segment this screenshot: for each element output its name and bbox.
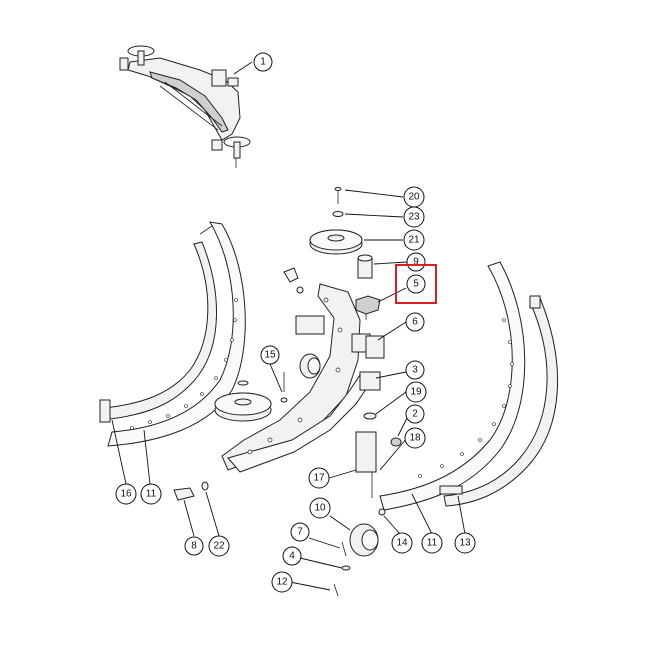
callout-20: 20 — [408, 192, 420, 203]
callout-1: 1 — [260, 57, 266, 68]
callout-22: 22 — [213, 541, 225, 552]
callout-8: 8 — [191, 541, 197, 552]
right-blade-drawing — [379, 261, 559, 511]
callout-14: 14 — [396, 538, 408, 549]
small-parts-drawing — [173, 187, 402, 597]
callout-11-left: 11 — [146, 489, 157, 500]
squeegee-assembly-drawing — [119, 45, 251, 168]
left-blade-drawing — [99, 221, 246, 447]
callout-23: 23 — [408, 212, 420, 223]
callout-16: 16 — [120, 489, 132, 500]
callout-4: 4 — [289, 551, 295, 562]
highlight-box-part-5 — [395, 264, 437, 304]
callout-19: 19 — [410, 387, 422, 398]
callout-11-right: 11 — [427, 538, 438, 549]
callout-2: 2 — [412, 409, 418, 420]
callouts: 1 20 23 21 9 5 6 15 3 19 2 18 17 16 11 8… — [111, 52, 476, 593]
callout-15: 15 — [264, 350, 276, 361]
callout-7: 7 — [297, 527, 303, 538]
callout-5: 5 — [413, 279, 419, 290]
callout-12: 12 — [276, 577, 288, 588]
callout-3: 3 — [412, 365, 418, 376]
callout-13: 13 — [459, 538, 471, 549]
callout-17: 17 — [313, 473, 325, 484]
callout-6: 6 — [412, 317, 418, 328]
callout-21: 21 — [408, 235, 420, 246]
callout-9: 9 — [413, 257, 419, 268]
callout-10: 10 — [314, 503, 326, 514]
callout-18: 18 — [409, 433, 421, 444]
center-frame-drawing — [221, 283, 373, 473]
